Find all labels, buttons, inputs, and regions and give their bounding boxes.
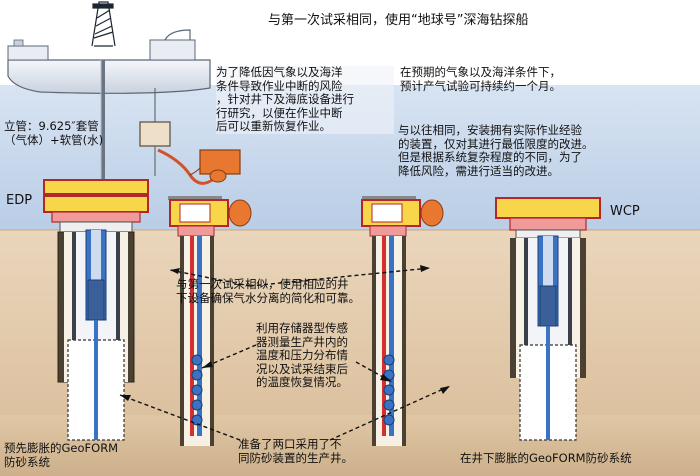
arrow-heads <box>120 265 450 401</box>
geoform-left-label: 预先膨胀的GeoFORM 防砂系统 <box>4 441 119 469</box>
well-middle-right <box>361 196 444 446</box>
weather-risk-note: 为了降低因气象以及海洋 条件导致作业中断的风险 ，针对井下及海底设备进行 行研究… <box>216 65 394 134</box>
separation-note: 与第一次试采相似，使用相应的井 下设备确保气水分离的简化和可靠。 <box>176 277 360 305</box>
well-edp <box>43 179 149 441</box>
sensor-note: 利用存储器型传感 器测量生产井内的 温度和压力分布情 况以及试采结束后 的温度恢… <box>256 321 348 389</box>
two-wells-note: 准备了两口采用了不 同防砂装置的生产井。 <box>238 437 353 465</box>
derrick <box>91 1 116 47</box>
edp-label: EDP <box>6 193 33 208</box>
equipment-note: 与以往相同，安装拥有实际作业经验 的装置，仅对其进行最低限度的改进。 但是根据系… <box>398 123 594 178</box>
production-duration-note: 在预期的气象以及海洋条件下， 预计产气试验可持续约一个月。 <box>400 65 561 93</box>
geoform-right-label: 在井下膨胀的GeoFORM防砂系统 <box>460 451 632 465</box>
wcp-label: WCP <box>610 204 640 219</box>
well-sensor <box>168 196 252 446</box>
callout-arrows <box>119 267 451 441</box>
riser-label: 立管：9.625″套管 （气体）+软管(水) <box>4 119 104 147</box>
drillship <box>7 1 211 200</box>
well-wcp <box>495 197 601 441</box>
vessel-title: 与第一次试采相同，使用“地球号”深海钻探船 <box>268 13 529 28</box>
suspended-equipment <box>139 88 241 185</box>
